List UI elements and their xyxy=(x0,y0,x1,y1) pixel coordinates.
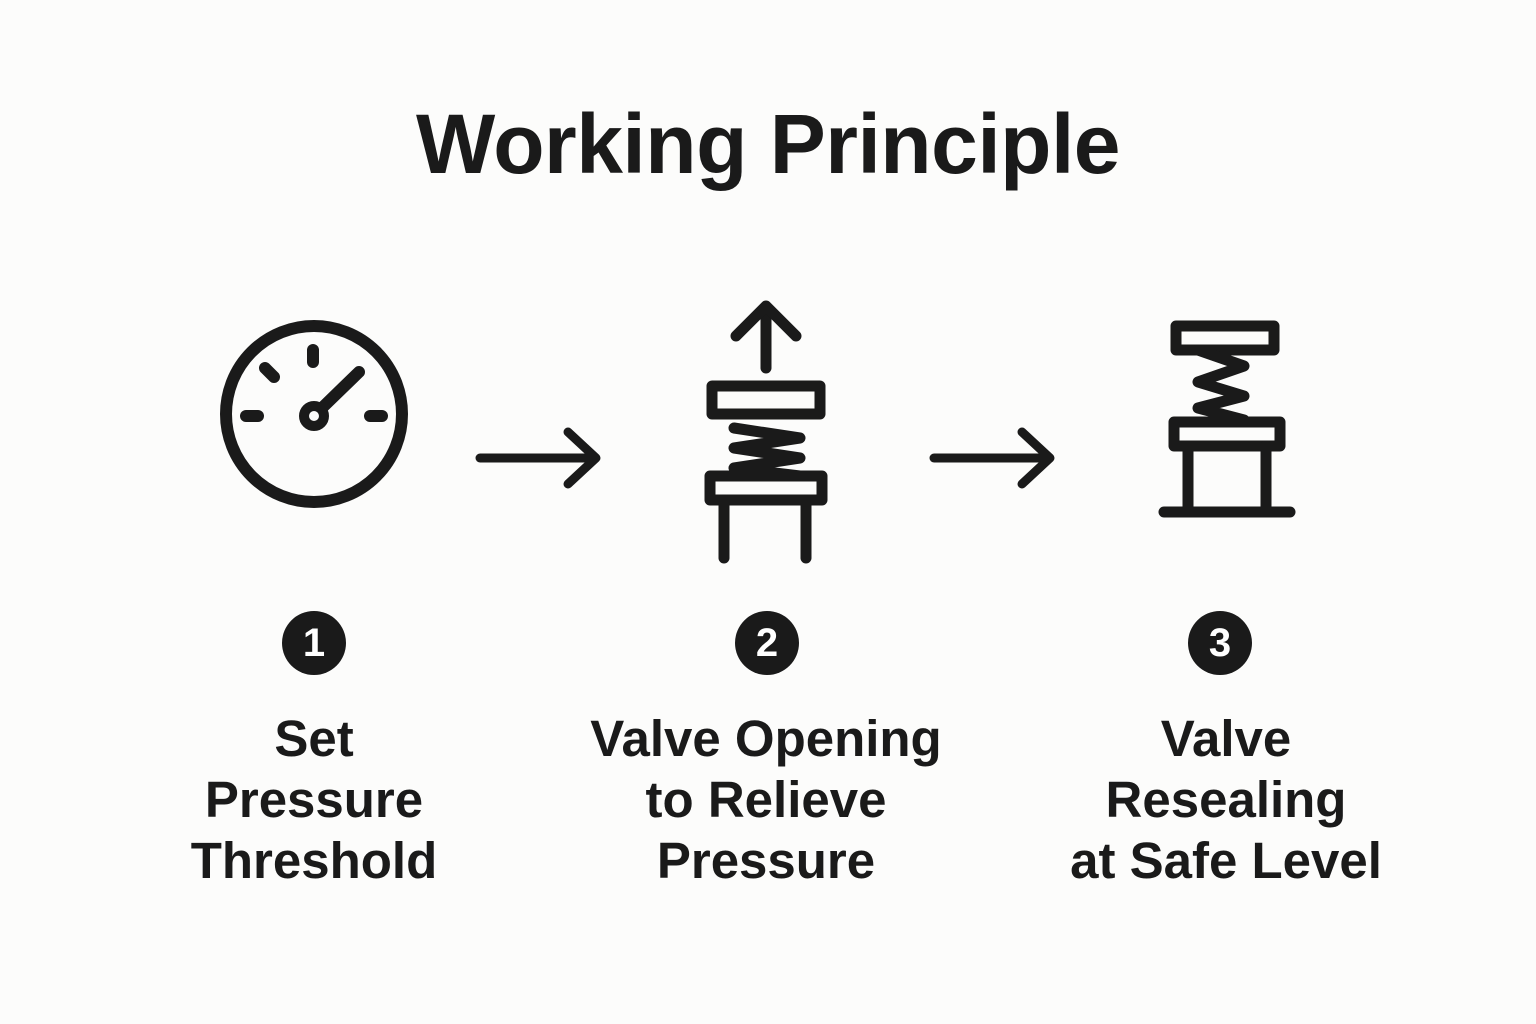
step-number-badge: 2 xyxy=(735,611,799,675)
valve-resealing-icon xyxy=(1154,316,1304,526)
step-label-line: Valve xyxy=(1160,710,1292,767)
step-label-line: Pressure xyxy=(204,771,424,828)
arrow-right-icon xyxy=(929,427,1060,492)
arrow-right-icon xyxy=(475,427,606,492)
step-label-line: to Relieve xyxy=(645,771,887,828)
step-label-line: Resealing xyxy=(1105,771,1347,828)
step-label-line: Pressure xyxy=(656,832,876,889)
step-label: Valve Resealing at Safe Level xyxy=(1016,708,1436,891)
step-label-line: Valve Opening xyxy=(590,710,942,767)
step-number-badge: 3 xyxy=(1188,611,1252,675)
diagram-title: Working Principle xyxy=(415,97,1121,191)
valve-opening-icon xyxy=(700,296,840,576)
step-number-badge: 1 xyxy=(282,611,346,675)
step-label: Set Pressure Threshold xyxy=(104,708,524,891)
step-label-line: Threshold xyxy=(190,832,438,889)
pressure-gauge-icon xyxy=(214,314,414,514)
step-label: Valve Opening to Relieve Pressure xyxy=(556,708,976,891)
step-label-line: Set xyxy=(274,710,354,767)
step-label-line: at Safe Level xyxy=(1070,832,1382,889)
